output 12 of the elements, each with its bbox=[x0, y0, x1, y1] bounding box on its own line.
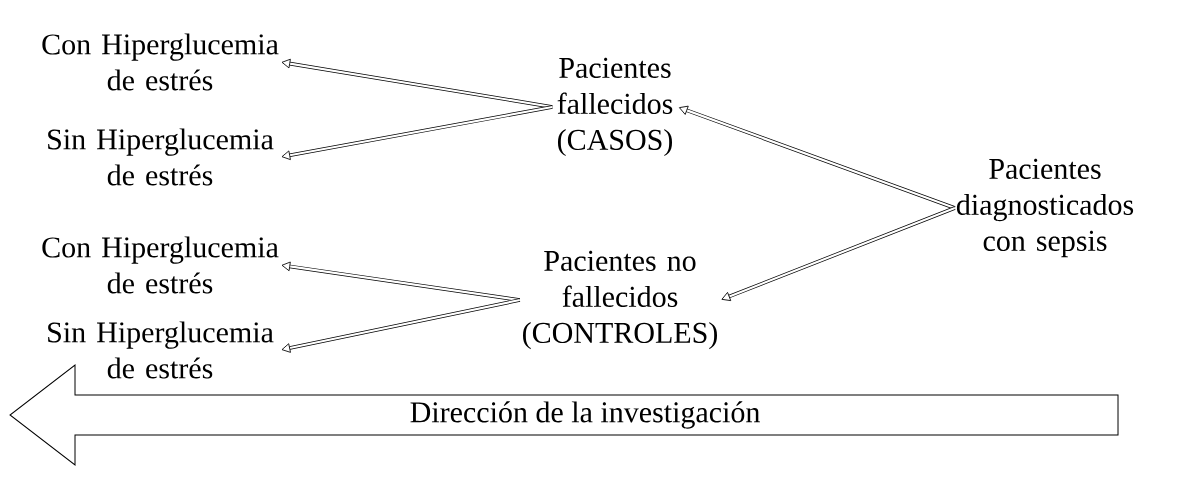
text-label: Pacientes fallecidos (CASOS) bbox=[557, 57, 673, 157]
arrow bbox=[721, 206, 956, 301]
arrow bbox=[281, 105, 553, 160]
text-label: Sin Hiperglucemia de estrés bbox=[48, 128, 274, 186]
arrow bbox=[281, 261, 521, 302]
text-label: Pacientes no fallecidos (CONTROLES) bbox=[523, 250, 717, 350]
arrow bbox=[281, 298, 521, 353]
text-label: Pacientes diagnosticados con sepsis bbox=[956, 158, 1134, 258]
arrow bbox=[281, 58, 553, 109]
text-label: Con Hiperglucemia de estrés bbox=[42, 33, 279, 91]
text-label: Con Hiperglucemia de estrés bbox=[42, 236, 279, 294]
arrow bbox=[679, 105, 956, 210]
